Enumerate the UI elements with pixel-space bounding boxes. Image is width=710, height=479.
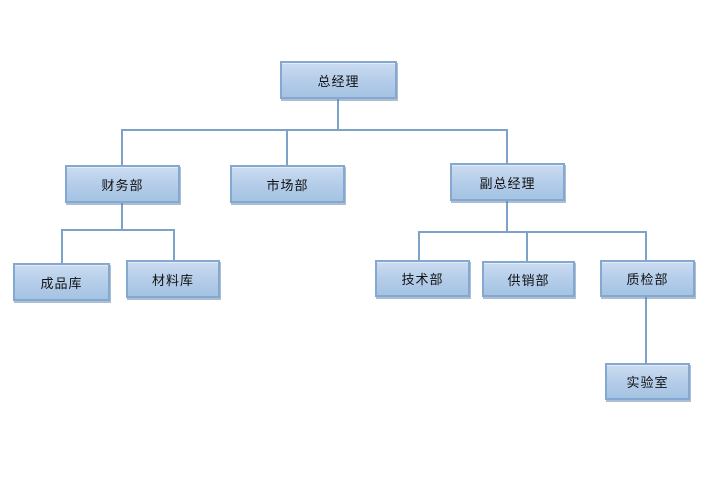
connector-line [173,230,175,260]
connector-line [506,201,508,232]
connector-line [418,232,420,260]
org-node-deputy-general-manager[interactable]: 副总经理 [450,163,565,201]
connector-line [61,229,175,231]
connector-line [506,130,508,163]
connector-line [645,232,647,260]
org-node-finance-dept[interactable]: 财务部 [65,165,180,203]
org-node-general-manager[interactable]: 总经理 [280,61,397,99]
org-node-materials-warehouse[interactable]: 材料库 [126,260,220,298]
org-node-laboratory[interactable]: 实验室 [605,363,690,400]
connector-line [418,231,647,233]
connector-line [121,203,123,230]
connector-line [121,129,508,131]
connector-line [645,297,647,363]
org-node-marketing-dept[interactable]: 市场部 [230,165,345,203]
connector-line [121,130,123,165]
org-node-technology-dept[interactable]: 技术部 [375,260,470,297]
org-node-finished-goods-warehouse[interactable]: 成品库 [13,263,110,301]
connector-line [286,130,288,165]
org-node-supply-sales-dept[interactable]: 供销部 [482,261,575,297]
org-node-quality-inspection-dept[interactable]: 质检部 [600,260,695,297]
connector-line [337,99,339,130]
connector-line [61,230,63,263]
connector-line [526,232,528,261]
